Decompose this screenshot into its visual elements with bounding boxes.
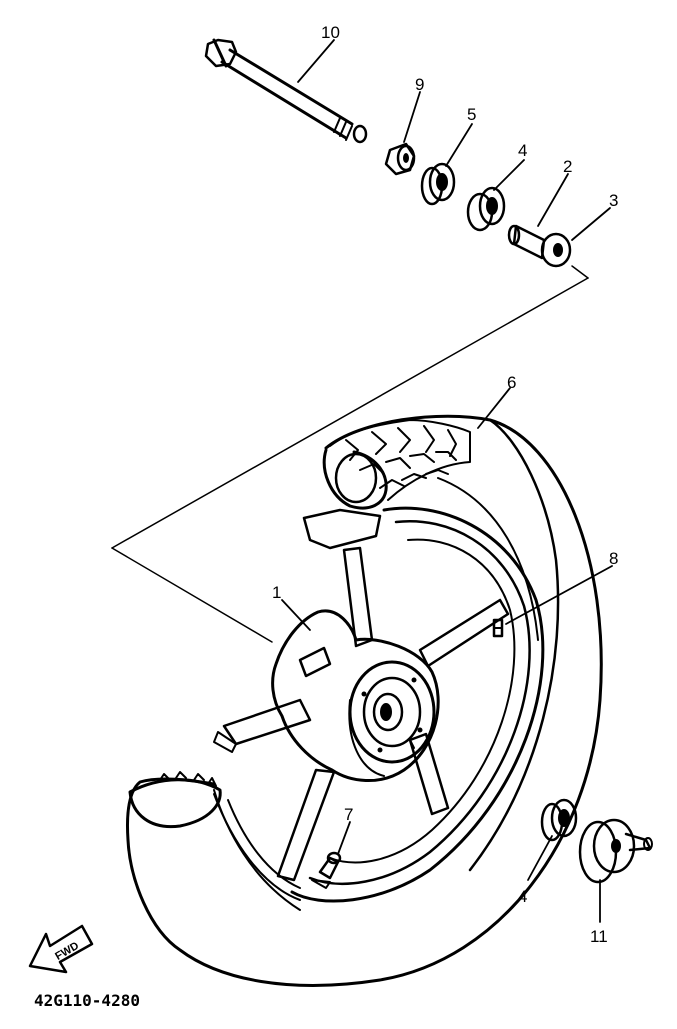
- callout-11: 11: [590, 927, 608, 946]
- part-spacer: [507, 224, 572, 268]
- callout-6: 6: [507, 373, 516, 392]
- callout-2: 2: [563, 157, 572, 176]
- callout-4-top: 4: [518, 141, 527, 160]
- callout-labels: 10 9 5 4 2 3 6 8 1 7 4 11: [272, 23, 618, 946]
- part-valve: [311, 851, 342, 889]
- forward-arrow-icon: FWD: [28, 924, 94, 974]
- drawing-code: 42G110-4280: [34, 991, 140, 1010]
- callout-3: 3: [609, 191, 618, 210]
- callout-10: 10: [321, 23, 340, 42]
- part-axle: [204, 38, 368, 144]
- part-bearing-right: [466, 186, 506, 232]
- callout-7: 7: [344, 805, 353, 824]
- part-bearing-left: [420, 162, 456, 206]
- callout-5: 5: [467, 105, 476, 124]
- part-cast-wheel: [213, 506, 545, 903]
- part-tire: [126, 414, 603, 987]
- alignment-lines: [111, 265, 589, 643]
- callout-8: 8: [609, 549, 618, 568]
- part-balance-weight: [492, 618, 504, 638]
- callout-1: 1: [272, 583, 281, 602]
- callout-9: 9: [415, 75, 424, 94]
- leader-lines: [281, 39, 613, 923]
- part-collar: [384, 142, 416, 176]
- part-bearing-lower: [540, 798, 578, 842]
- callout-4-bottom: 4: [518, 887, 527, 906]
- part-gear-unit: [578, 818, 653, 884]
